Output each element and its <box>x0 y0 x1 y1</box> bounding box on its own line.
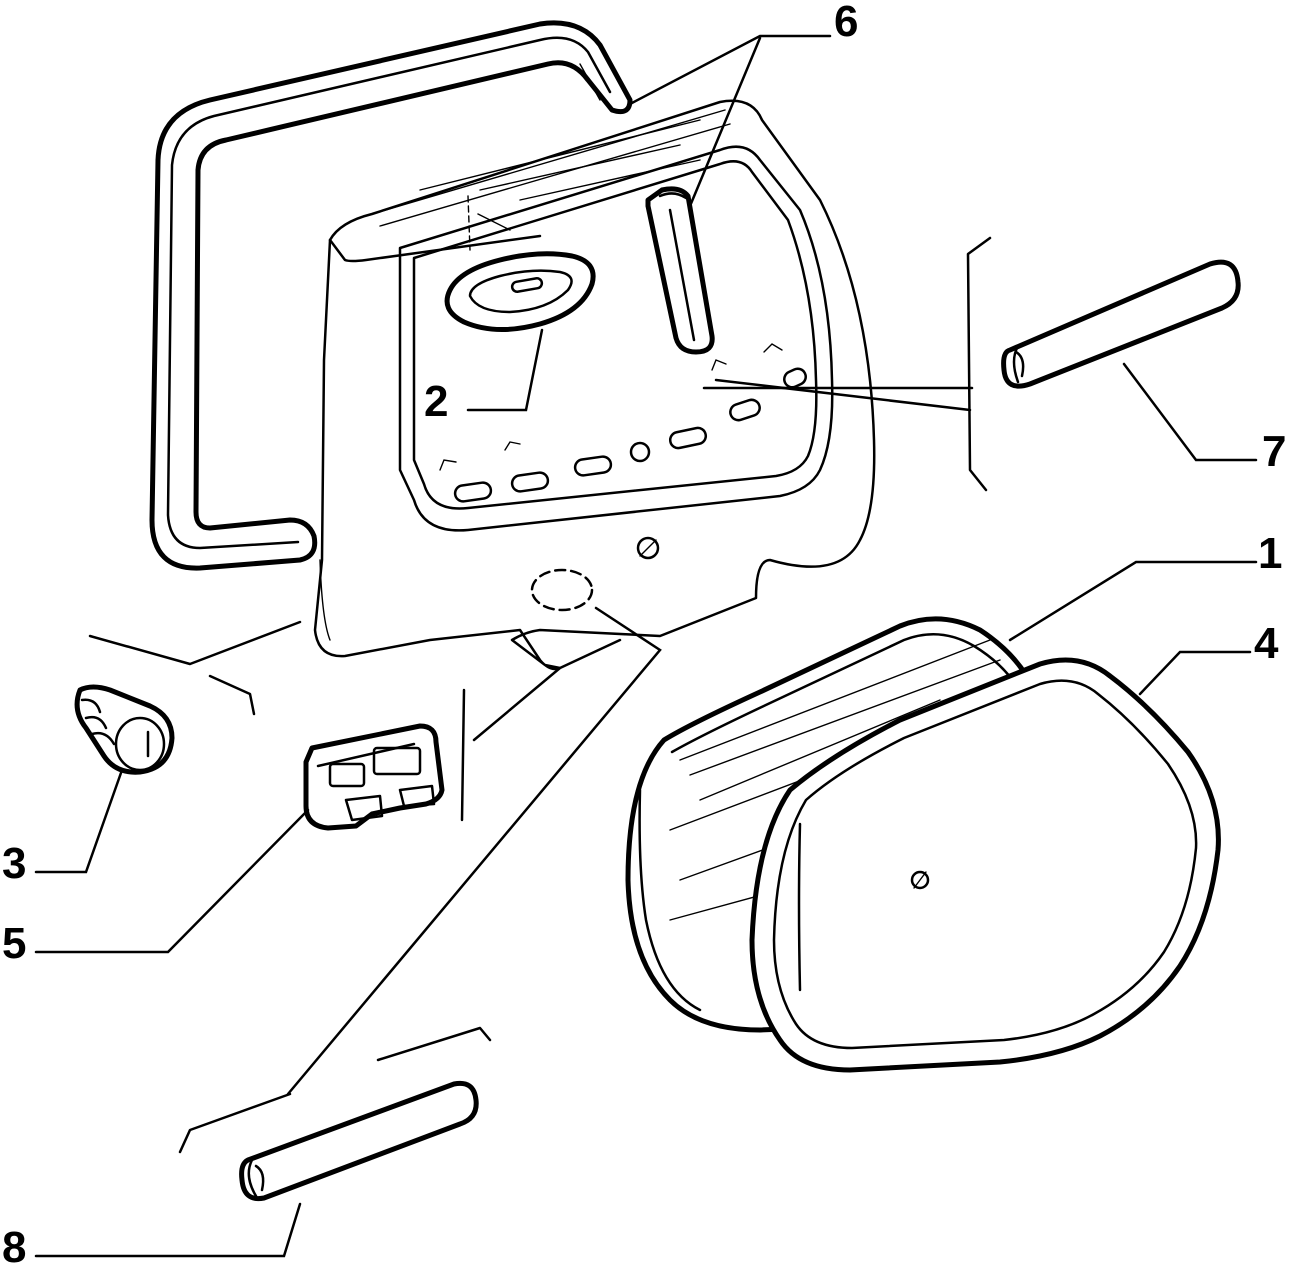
leader-lines <box>34 34 1258 1258</box>
tailgate-seal <box>149 20 633 571</box>
side-trim-strip-lower <box>239 1080 479 1202</box>
leader-5 <box>34 808 310 954</box>
bracket-right <box>966 236 992 492</box>
side-trim-strip-right <box>1001 259 1241 389</box>
callout-7: 7 <box>1262 427 1286 476</box>
leader-6a <box>628 34 832 106</box>
leader-7 <box>1122 362 1258 462</box>
leader-8 <box>34 1202 302 1258</box>
callout-5: 5 <box>2 919 26 968</box>
tailgate-panel <box>313 99 876 671</box>
bracket-grommet-2 <box>208 674 256 716</box>
leader-3 <box>34 768 124 874</box>
callout-3: 3 <box>2 839 26 888</box>
bracket-lower <box>178 1092 292 1154</box>
leader-1 <box>1008 560 1258 642</box>
callout-2: 2 <box>424 377 448 426</box>
bracket-clip <box>460 688 466 822</box>
vertical-seal-strip <box>645 186 715 355</box>
leader-7-panel-2 <box>714 378 972 412</box>
bracket-clip-2 <box>472 638 622 742</box>
glass-seal-gasket <box>749 657 1221 1073</box>
callout-1: 1 <box>1258 529 1282 578</box>
bracket-lower-2 <box>376 1026 492 1062</box>
grommet-plug <box>74 684 175 775</box>
bracket-grommet <box>88 620 302 666</box>
leader-8-panel <box>286 606 662 1096</box>
callout-4: 4 <box>1254 619 1279 668</box>
leader-6b <box>688 36 762 208</box>
mounting-clip <box>303 723 445 831</box>
leader-2 <box>466 328 544 412</box>
handle-recess <box>444 251 596 333</box>
leader-4 <box>1138 650 1252 696</box>
callout-8: 8 <box>2 1223 26 1268</box>
callout-6: 6 <box>834 0 858 46</box>
